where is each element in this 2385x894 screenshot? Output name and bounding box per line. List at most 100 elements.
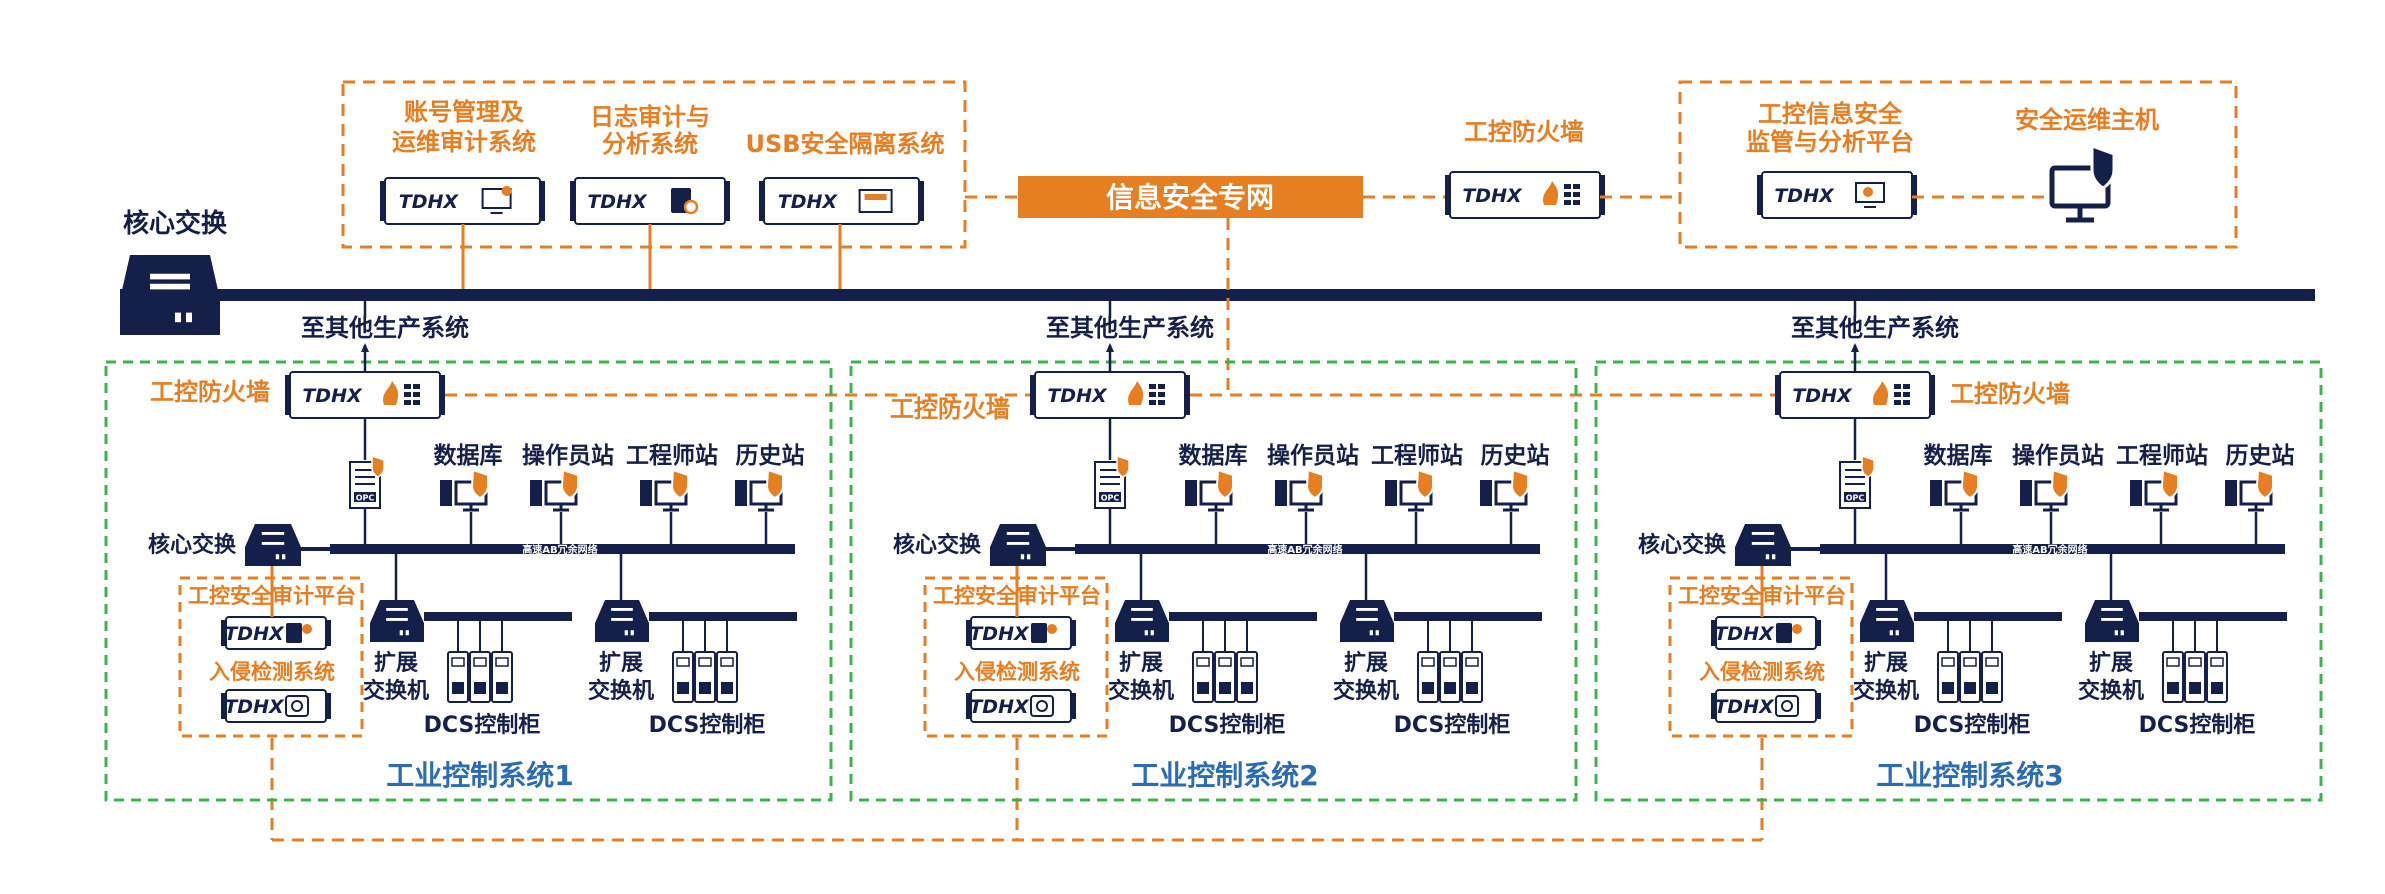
cabinet-module <box>2189 682 2201 694</box>
dcs-bus <box>1169 612 1317 621</box>
cabinet-unit <box>1937 651 1959 703</box>
ids-frame-icon <box>285 695 309 717</box>
ids-device: TDHX <box>1711 689 1821 723</box>
port-led <box>1144 630 1148 636</box>
shield-icon <box>1415 468 1434 500</box>
cabinet-unit <box>1214 651 1236 703</box>
sys-account-title: 运维审计系统 <box>392 128 536 156</box>
expansion-switch-label: 交换机 <box>588 678 654 704</box>
expansion-switch-label: 扩展 <box>2089 651 2133 676</box>
dcs-bus <box>424 612 572 621</box>
audit-platform-device: TDHX <box>1711 616 1821 650</box>
sys-account-title: 账号管理及 <box>404 98 524 126</box>
brick-icon <box>404 400 411 405</box>
flame-icon <box>1128 381 1144 405</box>
subsystem-frame <box>849 360 1578 802</box>
switch-body <box>120 255 220 335</box>
monitor-icon <box>481 188 512 209</box>
expansion-switch-label: 扩展 <box>1344 651 1388 676</box>
industrial-control-system: 工业控制系统1至其他生产系统TDHX工控防火墙OPC数据库操作员站工程师站历史站… <box>104 301 833 802</box>
switch-body <box>245 524 301 566</box>
arrow-up-icon <box>361 343 369 352</box>
expansion-switch-icon <box>370 600 424 642</box>
brick-icon <box>1903 392 1910 397</box>
workstation-icon <box>1385 468 1434 512</box>
to-other-systems-label: 至其他生产系统 <box>1046 314 1214 342</box>
arrows-icon <box>150 273 190 290</box>
audit-badge-icon <box>1792 624 1802 634</box>
workstation-icon <box>1480 468 1529 512</box>
cabinet-module <box>2211 682 2223 694</box>
arrows-icon <box>1006 531 1030 545</box>
chart-icon <box>1863 187 1873 197</box>
dcs-cabinet-icon <box>447 651 513 703</box>
appliance-ear-right <box>540 181 545 221</box>
cabinet-panel <box>495 657 509 667</box>
shield-icon <box>1510 468 1529 500</box>
cabinet-unit <box>1192 651 1214 703</box>
brick-icon <box>1149 400 1156 405</box>
brick-icon <box>1564 192 1571 197</box>
cabinet-panel <box>1465 657 1479 667</box>
cabinet-module <box>1964 682 1976 694</box>
cabinet-panel <box>1941 657 1955 667</box>
brand-logo: TDHX <box>1714 696 1775 718</box>
dcs-cabinet-label: DCS控制柜 <box>1169 712 1286 738</box>
expansion-switch-label: 扩展 <box>1119 651 1163 676</box>
appliance-ear-left <box>1775 375 1780 415</box>
ids-label: 入侵检测系统 <box>954 660 1080 684</box>
switch-body <box>1735 524 1791 566</box>
port-led <box>2120 630 2124 636</box>
expansion-switch-icon <box>1115 600 1169 642</box>
port-led <box>1765 554 1770 560</box>
subsystem-core-switch-label: 核心交换 <box>893 532 982 558</box>
shield-icon <box>2160 468 2179 500</box>
appliance-ear-right <box>1600 175 1605 215</box>
ab-redundant-bus <box>330 544 795 554</box>
cabinet-panel <box>698 657 712 667</box>
cabinet-module <box>474 682 486 694</box>
brick-icon <box>1903 400 1910 405</box>
subsystem-title: 工业控制系统1 <box>386 759 573 792</box>
expansion-switch-label: 交换机 <box>1853 678 1919 704</box>
subsystem-core-switch-label: 核心交换 <box>1638 532 1727 558</box>
cabinet-module <box>1466 682 1478 694</box>
appliance-ear-right <box>1185 375 1190 415</box>
brick-icon <box>1573 192 1580 197</box>
cabinet-module <box>1219 682 1231 694</box>
appliance-ear-left <box>221 693 226 719</box>
cabinet-panel <box>2210 657 2224 667</box>
port-led <box>275 554 280 560</box>
port-led <box>405 630 409 636</box>
workstation-icon <box>530 468 579 512</box>
cabinet-module <box>496 682 508 694</box>
sys-log-title: 分析系统 <box>602 130 698 158</box>
arrows-icon <box>1356 607 1378 621</box>
industrial-control-system: 工业控制系统2至其他生产系统TDHX工控防火墙OPC数据库操作员站工程师站历史站… <box>849 301 1578 802</box>
dcs-cabinet-icon <box>1417 651 1483 703</box>
report-icon <box>1776 623 1792 643</box>
ab-network-label: 高速AB冗余网络 <box>2012 543 2087 556</box>
shield-icon <box>1305 468 1324 500</box>
info-security-network-label: 信息安全专网 <box>1106 181 1274 214</box>
cabinet-panel <box>1985 657 1999 667</box>
brick-icon <box>1564 184 1571 189</box>
appliance-ear-right <box>326 693 331 719</box>
appliance-ear-left <box>966 693 971 719</box>
cabinet-unit <box>1981 651 2003 703</box>
brand-logo: TDHX <box>1774 185 1835 207</box>
appliance-ear-left <box>1030 375 1035 415</box>
brand-logo: TDHX <box>224 623 285 645</box>
appliance-ear-left <box>570 181 575 221</box>
ids-device: TDHX <box>966 689 1076 723</box>
subsystem-title: 工业控制系统3 <box>1876 759 2063 792</box>
opc-server-icon: OPC <box>349 454 385 509</box>
subsystem-firewall-device: TDHX <box>285 371 445 419</box>
mgmt-systems-group <box>341 80 967 249</box>
appliance-ear-right <box>1071 620 1076 646</box>
workstation-icon <box>1930 468 1979 512</box>
workstation-icon <box>1275 468 1324 512</box>
dcs-cabinet-icon <box>1937 651 2003 703</box>
dcs-bus <box>2139 612 2287 621</box>
